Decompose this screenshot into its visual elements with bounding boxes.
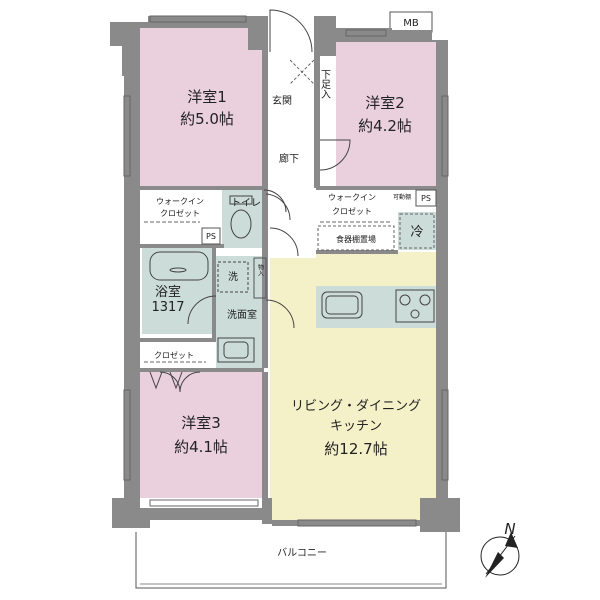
ps-box [201,227,221,245]
storage-box [253,257,267,299]
fridge-area [398,212,436,250]
bath-area [142,248,212,334]
entrance-label: 玄関 [272,94,292,107]
wic2-label-line2: クロゼット [332,206,372,216]
hallway-label: 廊下 [279,152,299,165]
washer-label: 洗 [228,271,238,283]
walls [110,16,460,532]
bathtub-drain [169,267,187,273]
movable-shelf-label: 可動棚 [393,193,411,201]
counter-area [316,286,436,328]
ps-label-left: PS [206,232,216,241]
burner [399,294,411,306]
bedroom3-area [140,372,262,498]
ldk-name-line1: リビング・ダイニング [291,399,421,414]
closet-label: クロゼット [154,350,194,360]
ldk-size: 約12.7帖 [324,440,387,458]
balcony-rail [135,532,447,589]
svg-text:下足入: 下足入 [319,69,331,99]
north-compass: N [480,520,520,578]
bedroom2-size: 約4.2帖 [358,117,412,135]
door-swings [149,9,351,393]
wash-basin [217,337,255,363]
mb-label: MB [403,18,419,29]
balcony-label: バルコニー [277,547,327,559]
bedroom1-name: 洋室1 [187,88,227,106]
ldk-name-line2: キッチン [330,419,382,434]
wic2-label-line1: ウォークイン [328,193,376,202]
windows [123,15,449,527]
kitchen-sink-inner [325,295,359,315]
stove [395,289,435,323]
bedroom1-size: 約5.0帖 [180,110,234,128]
burner [419,294,431,306]
toilet-label: トイレ [231,198,261,209]
shoe-closet-label: 下足入 [319,69,331,99]
washroom-label: 洗面室 [227,308,257,321]
north-label: N [504,520,515,538]
toilet-tank [229,195,253,205]
interior-walls [140,28,436,498]
dish-shelf-label: 食器棚置場 [336,234,376,244]
bedroom2-area [336,40,436,188]
ps-label-right: PS [421,194,431,203]
bath-size-label: 1317 [151,300,184,315]
kitchen-sink [321,291,363,319]
toilet-bowl [230,209,252,239]
bedroom1-area [140,28,264,188]
bedroom2-name: 洋室2 [365,94,405,112]
ps-box [415,189,437,207]
bedroom3-size: 約4.1帖 [174,438,228,456]
dish-shelf-area [317,225,395,251]
svg-text:物入: 物入 [257,263,264,276]
washer-pan [217,261,249,293]
bedroom3-name: 洋室3 [181,414,221,432]
wic1-label-line1: ウォークイン [156,197,204,206]
north-arrow-icon [505,532,518,548]
fridge-outline [399,213,435,249]
burner [410,309,420,319]
shoe-closet-line [289,59,315,85]
bath-label: 浴室 [155,284,181,300]
fridge-label: 冷 [410,225,423,240]
wic1-label-line2: クロゼット [160,208,200,218]
wash-basin-bowl [223,341,249,359]
storage-label: 物入 [257,263,264,276]
bathtub [149,251,209,281]
